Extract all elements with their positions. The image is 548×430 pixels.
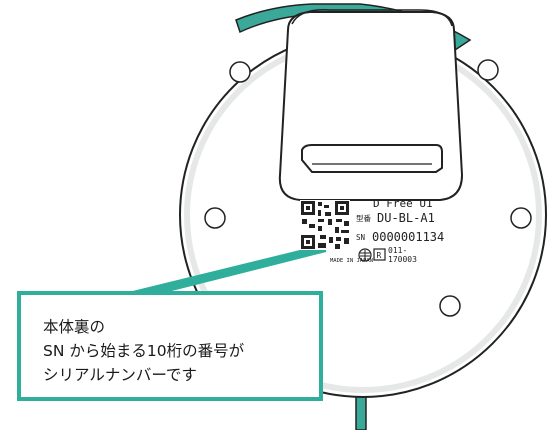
cert-code-line2: 170003 bbox=[388, 255, 417, 264]
certification-marks: R 011- 170003 bbox=[358, 246, 417, 264]
clip-slot bbox=[301, 144, 443, 173]
cert-mark-icon bbox=[358, 248, 372, 262]
serial-number: 0000001134 bbox=[372, 230, 444, 244]
model-label: 型番 bbox=[356, 213, 371, 223]
serial-label-text: SN bbox=[356, 233, 365, 242]
screw-hole-icon bbox=[229, 61, 251, 83]
qr-code-icon bbox=[300, 200, 350, 250]
serial-label: D Free U1 型番 DU-BL-A1 SN 0000001134 R 01… bbox=[300, 197, 444, 264]
screw-holes bbox=[204, 59, 532, 317]
callout-line-2: SN から始まる10桁の番号が bbox=[43, 342, 245, 360]
model-number: DU-BL-A1 bbox=[377, 211, 435, 225]
screw-hole-icon bbox=[439, 295, 461, 317]
screw-hole-icon bbox=[204, 207, 226, 229]
screw-hole-icon bbox=[477, 59, 499, 81]
cert-code-line1: 011- bbox=[388, 246, 407, 255]
callout-line-1: 本体裏の bbox=[43, 318, 106, 336]
registered-mark-icon bbox=[373, 248, 386, 261]
model-name: D Free U1 bbox=[373, 197, 433, 210]
callout-line-3: シリアルナンバーです bbox=[43, 366, 197, 384]
cert-symbol: R bbox=[377, 251, 382, 260]
made-in-text: MADE IN JAPAN bbox=[330, 258, 373, 264]
screw-hole-icon bbox=[510, 207, 532, 229]
belt-clip bbox=[278, 9, 464, 201]
callout-box: 本体裏の SN から始まる10桁の番号が シリアルナンバーです bbox=[17, 291, 323, 401]
